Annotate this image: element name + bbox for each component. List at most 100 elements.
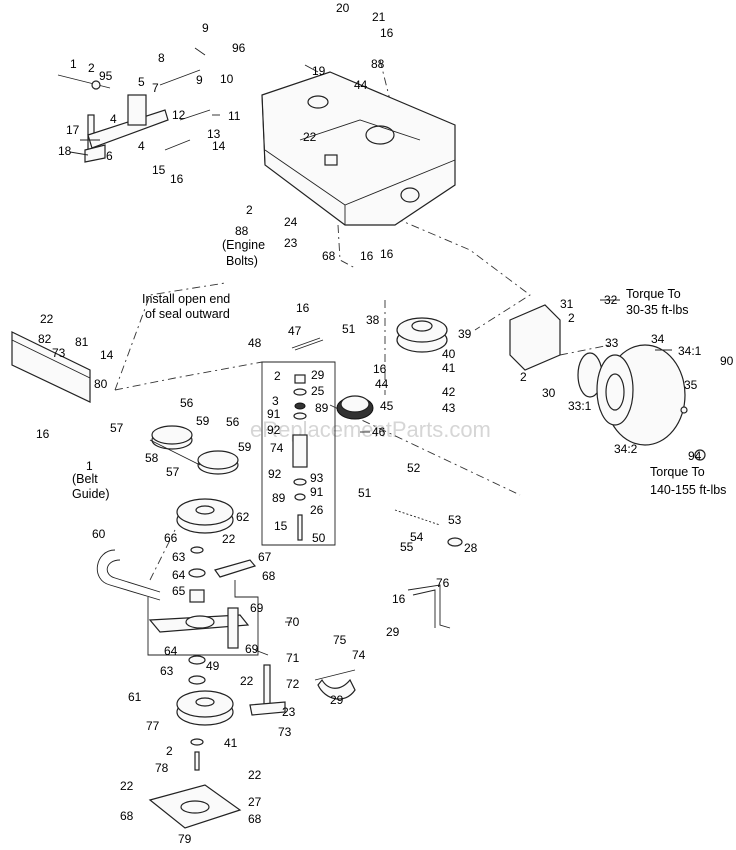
callout-label: 95 (99, 69, 113, 83)
callout-label: 59 (196, 414, 210, 428)
callout-label: 56 (226, 415, 240, 429)
note-torque-top-1: Torque To (626, 287, 681, 301)
callout-label: 19 (312, 64, 326, 78)
callout-label: 64 (164, 644, 178, 658)
callout-label: 16 (36, 427, 50, 441)
pulley-45 (336, 395, 374, 420)
callout-label: 26 (310, 503, 324, 517)
belt-guide-plate (11, 331, 91, 403)
callout-label: 16 (380, 26, 394, 40)
callout-label: 57 (166, 465, 180, 479)
callout-label: 76 (436, 576, 450, 590)
callout-label: 60 (92, 527, 106, 541)
callout-label: 74 (270, 441, 284, 455)
callout-label: 2 (520, 370, 527, 384)
callout-label: 89 (272, 491, 286, 505)
callout-label: 16 (170, 172, 184, 186)
note-belt-guide-2: Guide) (72, 487, 110, 501)
callout-label: 77 (146, 719, 160, 733)
note-belt-guide-1: (Belt (72, 472, 98, 486)
right-lower-brackets (314, 584, 451, 700)
callout-label: 91 (310, 485, 324, 499)
callout-label: 1 (86, 459, 93, 473)
callout-label: 68 (322, 249, 336, 263)
callout-label: 88 (235, 224, 249, 238)
callout-label: 52 (407, 461, 421, 475)
callout-label: 80 (94, 377, 108, 391)
callout-label: 9 (196, 73, 203, 87)
callout-label: 50 (312, 531, 326, 545)
callout-label: 10 (220, 72, 234, 86)
callout-label: 73 (278, 725, 292, 739)
callout-label: 14 (100, 348, 114, 362)
idler-pulley (396, 317, 448, 353)
callout-label: 66 (164, 531, 178, 545)
idler-arm (148, 546, 257, 685)
callout-label: 69 (245, 642, 259, 656)
note-torque-bottom-1: Torque To (650, 465, 705, 479)
callout-label: 58 (145, 451, 159, 465)
callout-label: 20 (336, 1, 350, 15)
callout-label: 11 (228, 109, 241, 123)
callout-label: 1 (70, 57, 77, 71)
callout-label: 8 (158, 51, 165, 65)
callout-label: 29 (330, 693, 344, 707)
callout-label: 67 (258, 550, 272, 564)
callout-label: 13 (207, 127, 221, 141)
callout-label: 93 (310, 471, 324, 485)
callout-label: 42 (442, 385, 456, 399)
pulley-77 (176, 690, 234, 771)
callout-label: 32 (604, 293, 618, 307)
callout-label: 2 (568, 311, 575, 325)
note-torque-top-2: 30-35 ft-lbs (626, 303, 689, 317)
callout-label: 94 (688, 449, 702, 463)
spring (291, 337, 324, 351)
callout-label: 59 (238, 440, 252, 454)
callout-label: 16 (360, 249, 374, 263)
callout-label: 5 (138, 75, 145, 89)
main-frame (261, 71, 456, 226)
callout-label: 23 (284, 236, 298, 250)
pulley-62 (176, 498, 234, 534)
callout-label: 57 (110, 421, 124, 435)
callout-label: 78 (155, 761, 169, 775)
callout-label: 51 (342, 322, 356, 336)
callout-label: 35 (684, 378, 698, 392)
shaft (249, 664, 286, 716)
callout-label: 38 (366, 313, 380, 327)
callout-label: 81 (75, 335, 89, 349)
watermark: eReplacementParts.com (250, 417, 491, 442)
callout-label: 91 (267, 407, 281, 421)
callout-label: 33:1 (568, 399, 592, 413)
callout-label: 70 (286, 615, 300, 629)
callout-label: 24 (284, 215, 298, 229)
callout-label: 2 (274, 369, 281, 383)
callout-label: 14 (212, 139, 226, 153)
callout-label: 6 (106, 149, 113, 163)
control-linkage (57, 47, 211, 163)
callout-label: 34:2 (614, 442, 638, 456)
callout-label: 33 (605, 336, 619, 350)
callout-label: 69 (250, 601, 264, 615)
callout-label: 75 (333, 633, 347, 647)
callout-label: 73 (52, 346, 66, 360)
callout-label: 2 (88, 61, 95, 75)
callout-label: 25 (311, 384, 325, 398)
callout-label: 2 (246, 203, 253, 217)
callout-label: 63 (172, 550, 186, 564)
callout-label: 4 (138, 139, 145, 153)
callout-label: 22 (240, 674, 254, 688)
callout-label: 56 (180, 396, 194, 410)
callouts: 1 2 95 17 18 6 4 5 7 8 9 96 9 10 12 11 1… (36, 1, 734, 846)
callout-label: 34:1 (678, 344, 702, 358)
callout-label: 22 (120, 779, 134, 793)
note-torque-bottom-2: 140-155 ft-lbs (650, 483, 726, 497)
callout-label: 62 (236, 510, 250, 524)
chain-and-seal (394, 509, 463, 547)
callout-label: 90 (720, 354, 734, 368)
leader-lines (69, 64, 672, 656)
callout-label: 28 (464, 541, 478, 555)
callout-label: 89 (315, 401, 329, 415)
callout-label: 15 (152, 163, 166, 177)
